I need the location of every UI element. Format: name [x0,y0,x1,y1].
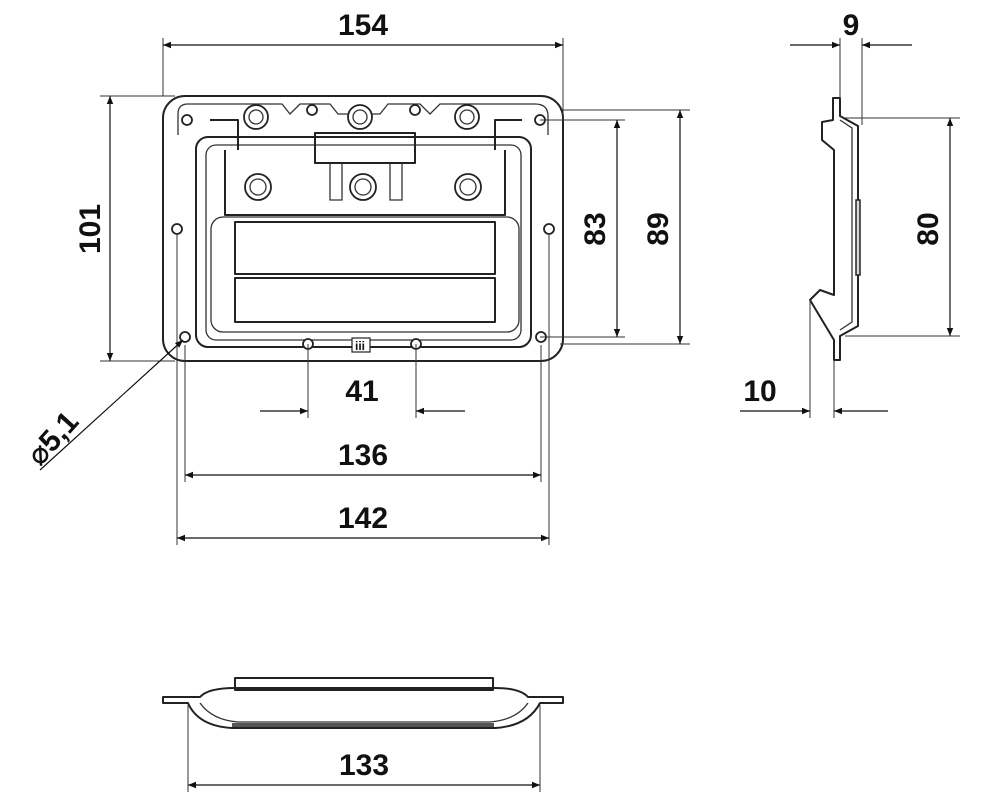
dim-recess-width: 142 [338,502,388,535]
dim-side-height: 80 [912,212,945,245]
mount-hole [179,331,191,343]
front-dimensions: 154 101 83 89 41 136 142 ⌀5,1 [21,9,690,545]
dim-handle-inner-height: 83 [579,212,612,245]
dim-height-overall: 101 [74,204,107,254]
bottom-shadow [232,723,494,727]
handle-pivot-brackets [210,119,522,150]
bottom-profile [162,687,564,729]
front-view: iii [162,95,564,362]
dim-side-depth-bottom: 10 [743,375,776,408]
dim-hole-diameter: ⌀5,1 [21,405,86,471]
grip-bar-lower [234,277,496,323]
mount-hole [409,104,421,116]
brand-logo-text: iii [355,339,365,353]
brand-logo [351,337,371,353]
mount-hole [306,104,318,116]
spring-bracket [314,132,416,164]
bottom-handle [234,677,494,691]
mount-hole [181,114,193,126]
bottom-profile-inner [199,702,529,723]
dim-hole-pitch-horizontal: 136 [338,439,388,472]
dim-width-overall: 154 [338,9,388,42]
handle-upper-frame [224,150,506,216]
side-profile [809,97,859,361]
dim-bottom-width: 133 [339,749,389,782]
grip-bar-upper [234,221,496,275]
recess-outline [195,136,532,348]
handle-loop [210,216,520,333]
rivet-group [243,104,482,201]
side-view [809,97,861,361]
dim-side-depth-top: 9 [843,9,860,42]
mount-hole [543,223,555,235]
side-grip-section [855,199,861,276]
spring-legs [329,163,403,201]
outer-plate [162,95,564,362]
bottom-dimensions: 133 [187,705,541,792]
mount-hole [171,223,183,235]
dim-center-hole-pitch: 41 [345,375,378,408]
bottom-view [162,677,564,729]
dim-hole-pitch-vertical: 89 [642,212,675,245]
side-dimensions: 9 80 10 [740,9,960,418]
side-profile-inner [839,119,853,331]
